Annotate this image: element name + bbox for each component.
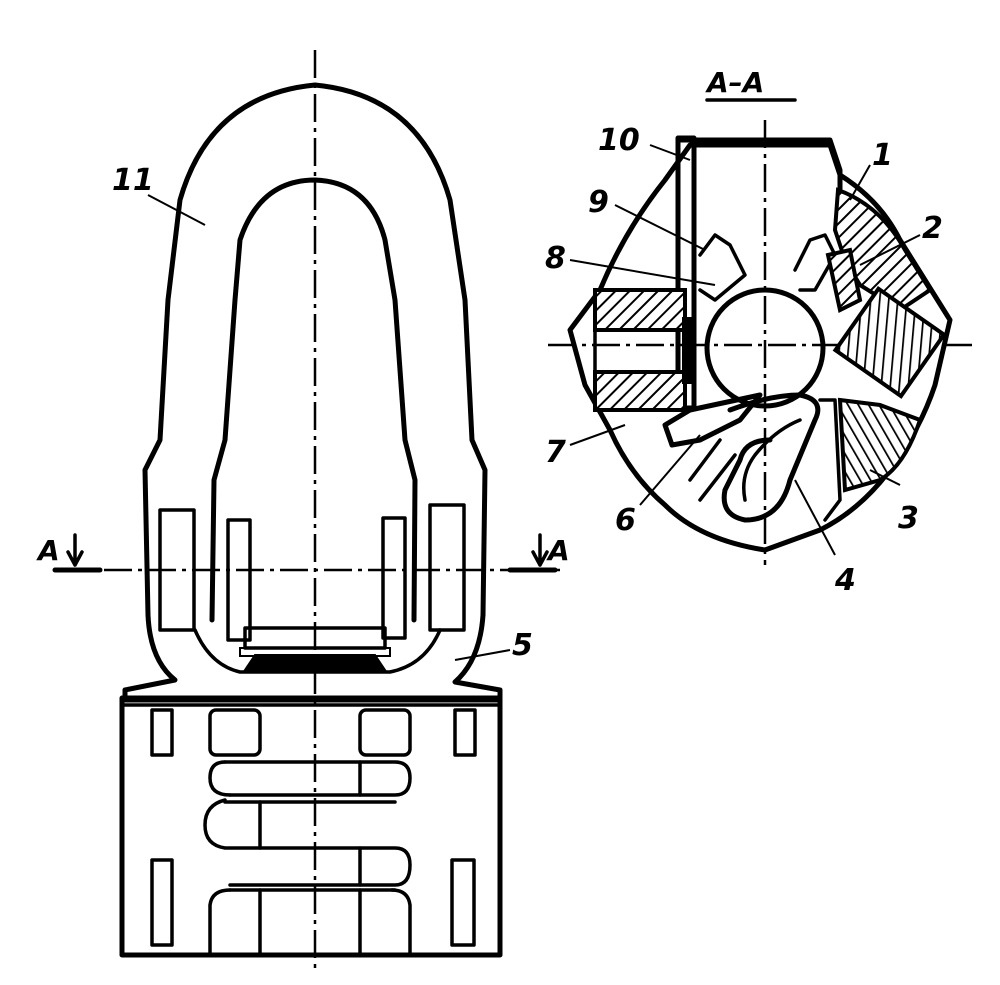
lever-link	[688, 438, 737, 502]
label-1: 1	[872, 138, 893, 173]
base-window-2	[208, 708, 262, 757]
left-block-lower	[593, 370, 687, 412]
label-4: 4	[834, 563, 856, 598]
base-bottom-recess	[208, 888, 412, 957]
leader-5	[454, 649, 511, 661]
leader-9	[614, 204, 706, 251]
leader-6	[639, 434, 701, 506]
section-mark-left: A	[36, 534, 60, 567]
leader-lines	[147, 144, 921, 661]
inner-lug-left	[226, 518, 252, 642]
right-square	[832, 285, 947, 399]
label-8: 8	[545, 241, 566, 276]
serpentine-slot	[203, 760, 412, 892]
wedge-upper-left	[698, 233, 747, 302]
section-mark-right: A	[546, 534, 570, 567]
label-3: 3	[898, 501, 919, 536]
right-block-lower	[837, 397, 923, 493]
base-window-3	[358, 708, 412, 757]
label-7: 7	[545, 435, 566, 470]
roller-band	[239, 647, 391, 657]
leader-11	[147, 194, 206, 226]
left-pin	[682, 317, 694, 384]
base-window-4	[453, 708, 477, 757]
leader-3	[869, 469, 901, 486]
section-arrow-left	[66, 533, 84, 567]
leader-8	[569, 259, 716, 286]
left-block-gap	[593, 328, 687, 374]
section-view	[548, 120, 975, 565]
leader-2	[859, 234, 921, 266]
outer-lug-right	[428, 503, 466, 632]
section-title: A–A	[705, 66, 764, 99]
ball	[704, 287, 826, 409]
right-block-upper	[832, 187, 933, 313]
label-5: 5	[512, 628, 533, 663]
leader-7	[569, 424, 626, 446]
leader-10	[649, 144, 691, 161]
label-6: 6	[615, 503, 636, 538]
leader-4	[794, 479, 836, 556]
label-2: 2	[922, 211, 943, 246]
lever	[662, 392, 763, 448]
lower-strut	[818, 398, 842, 522]
label-11: 11	[112, 163, 154, 198]
top-plate	[677, 137, 843, 233]
base-window-6	[450, 858, 476, 947]
coupling-inner	[193, 628, 442, 674]
wedge-upper-right	[793, 233, 837, 292]
roller-core	[243, 654, 387, 671]
label-9: 9	[588, 185, 609, 220]
base-window-5	[150, 858, 174, 947]
base-block	[119, 695, 503, 958]
hook-tongue	[721, 392, 821, 523]
left-block-upper	[593, 288, 687, 332]
label-10: 10	[598, 123, 640, 158]
threaded-pin	[825, 247, 863, 313]
shackle-inner	[209, 177, 418, 623]
leader-1	[849, 164, 871, 201]
serpentine-slot-2	[208, 760, 232, 797]
front-view	[52, 50, 560, 970]
section-arrow-right	[531, 533, 549, 567]
hook-inner	[742, 418, 802, 502]
base-window-1	[150, 708, 174, 757]
shackle-outer	[142, 82, 488, 618]
inner-lug-right	[381, 516, 407, 640]
